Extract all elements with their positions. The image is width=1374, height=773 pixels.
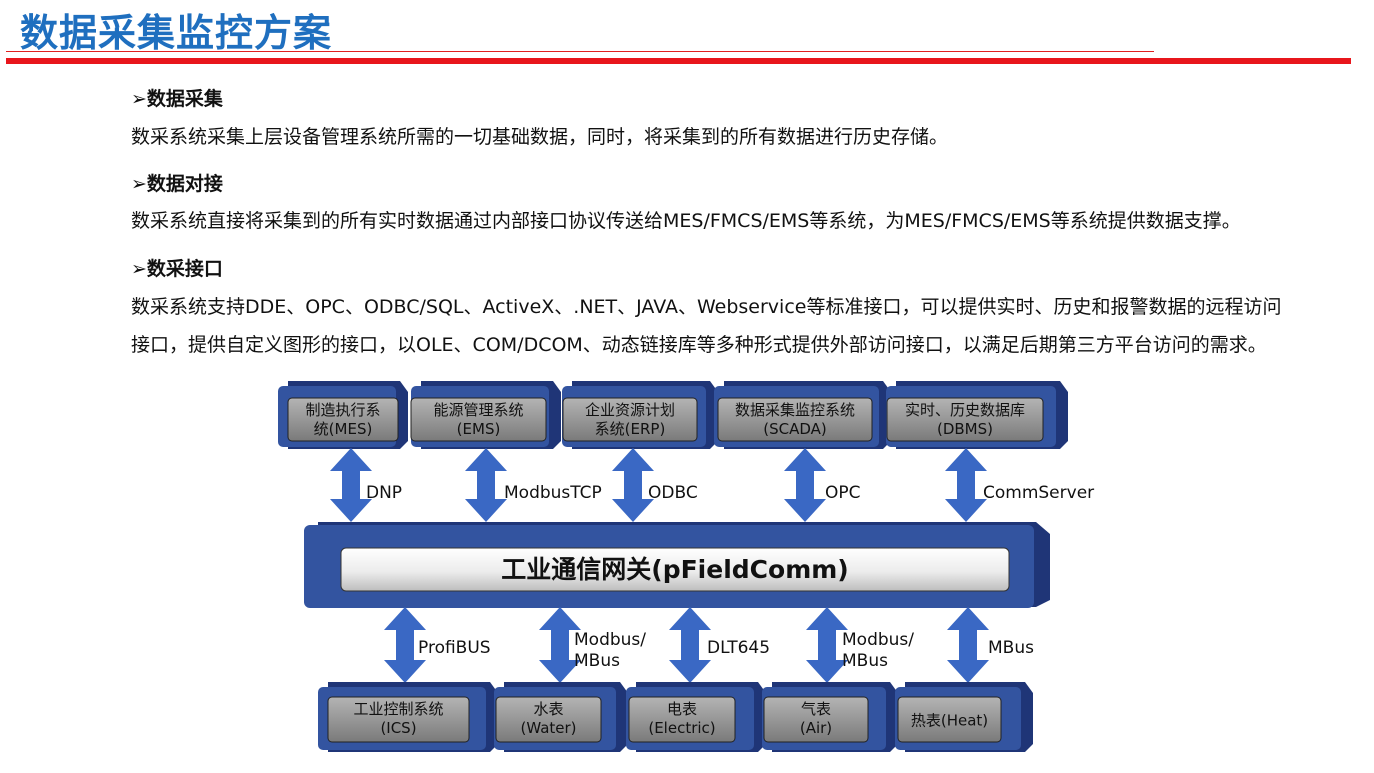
- top-system-1-line1: 能源管理系统: [433, 401, 523, 419]
- title-underline-thin: [6, 51, 1154, 52]
- top-system-4-line2: (DBMS): [937, 420, 993, 438]
- top-system-1: 能源管理系统(EMS): [410, 397, 547, 442]
- bottom-device-1: 水表(Water): [495, 696, 602, 743]
- bottom-protocol-label-3-line2: MBus: [842, 651, 888, 671]
- top-system-0-line2: 统(MES): [314, 420, 373, 438]
- top-arrow-3: [784, 448, 826, 522]
- top-panel-1: 能源管理系统(EMS): [410, 381, 561, 449]
- top-protocol-label-2: ODBC: [648, 483, 698, 503]
- gateway-block: 工业通信网关(pFieldComm): [304, 522, 1050, 608]
- bottom-arrow-4: [947, 607, 989, 683]
- bottom-device-4: 热表(Heat): [897, 696, 1002, 743]
- bottom-device-0-line2: (ICS): [380, 719, 416, 737]
- bottom-protocol-label-1-line1: Modbus/: [574, 630, 646, 650]
- section-heading-interface: ➢数采接口: [131, 258, 223, 280]
- top-protocol-label-1: ModbusTCP: [504, 483, 602, 503]
- bottom-arrow-2: [669, 607, 711, 683]
- top-arrow-1: [465, 448, 507, 522]
- top-arrow-4: [945, 448, 987, 522]
- bottom-protocol-label-0: ProfiBUS: [418, 638, 491, 658]
- section-text-integration: 数采系统直接将采集到的所有实时数据通过内部接口协议传送给MES/FMCS/EMS…: [131, 210, 1241, 232]
- bottom-device-2: 电表(Electric): [628, 696, 736, 743]
- section-heading-integration: ➢数据对接: [131, 173, 223, 195]
- top-system-4-line1: 实时、历史数据库: [905, 401, 1025, 419]
- top-protocol-label-3: OPC: [825, 483, 861, 503]
- top-system-2-line1: 企业资源计划: [585, 401, 675, 419]
- top-system-0-line1: 制造执行系: [305, 401, 380, 419]
- bottom-protocol-label-1-line2: MBus: [574, 651, 620, 671]
- section-text-interface-line1: 数采系统支持DDE、OPC、ODBC/SQL、ActiveX、.NET、JAVA…: [131, 296, 1282, 318]
- bottom-device-1-line2: (Water): [520, 719, 576, 737]
- bottom-panel-1: 水表(Water): [494, 682, 628, 752]
- bottom-device-4-line1: 热表(Heat): [911, 712, 988, 730]
- top-system-3-line1: 数据采集监控系统: [735, 401, 855, 419]
- bottom-panel-4: 热表(Heat): [895, 682, 1033, 752]
- bottom-device-3-line1: 气表: [801, 700, 831, 718]
- bottom-device-0: 工业控制系统(ICS): [327, 696, 470, 743]
- section-heading-collection: ➢数据采集: [131, 88, 223, 110]
- page-title: 数据采集监控方案: [20, 11, 333, 55]
- bottom-device-0-line1: 工业控制系统: [353, 700, 443, 718]
- bottom-panel-3: 气表(Air): [762, 682, 898, 752]
- bottom-devices-panels: 工业控制系统(ICS) 水表(Water) 电表(Electric) 气表(Air) 热…: [318, 682, 1033, 752]
- bottom-device-2-line2: (Electric): [648, 719, 715, 737]
- top-system-1-line2: (EMS): [457, 420, 501, 438]
- bottom-protocol-label-2: DLT645: [707, 638, 770, 658]
- top-systems-panels: 制造执行系统(MES)能源管理系统(EMS)企业资源计划系统(ERP)数据采集监…: [278, 381, 1068, 449]
- bottom-device-2-line1: 电表: [667, 700, 697, 718]
- top-arrow-0: [330, 448, 372, 522]
- top-system-2-line2: 系统(ERP): [595, 420, 666, 438]
- section-text-interface-line2: 接口，提供自定义图形的接口，以OLE、COM/DCOM、动态链接库等多种形式提供…: [131, 334, 1267, 356]
- bottom-protocol-label-4: MBus: [988, 638, 1034, 658]
- bottom-panel-0: 工业控制系统(ICS): [318, 682, 498, 752]
- section-text-collection: 数采系统采集上层设备管理系统所需的一切基础数据，同时，将采集到的所有数据进行历史…: [131, 126, 949, 148]
- top-system-4: 实时、历史数据库(DBMS): [886, 397, 1044, 442]
- bottom-device-3-line2: (Air): [800, 719, 832, 737]
- bottom-arrow-1: [539, 607, 581, 683]
- top-system-3: 数据采集监控系统(SCADA): [717, 397, 873, 442]
- top-protocol-label-0: DNP: [366, 483, 402, 503]
- bottom-arrow-3: [806, 607, 848, 683]
- top-system-3-line2: (SCADA): [763, 420, 827, 438]
- bottom-protocol-label-3-line1: Modbus/: [842, 630, 914, 650]
- top-panel-4: 实时、历史数据库(DBMS): [886, 381, 1068, 449]
- title-underline-thick: [6, 58, 1351, 64]
- bottom-panel-2: 电表(Electric): [626, 682, 766, 752]
- bottom-arrow-0: [384, 607, 426, 683]
- top-arrow-2: [612, 448, 654, 522]
- gateway-label: 工业通信网关(pFieldComm): [501, 555, 848, 584]
- top-panel-3: 数据采集监控系统(SCADA): [714, 381, 891, 449]
- top-protocol-label-4: CommServer: [983, 483, 1094, 503]
- bottom-device-1-line1: 水表: [533, 700, 563, 718]
- bottom-device-3: 气表(Air): [763, 696, 869, 743]
- top-protocol-arrows: DNP ModbusTCP ODBC OPC CommServer: [330, 448, 1094, 522]
